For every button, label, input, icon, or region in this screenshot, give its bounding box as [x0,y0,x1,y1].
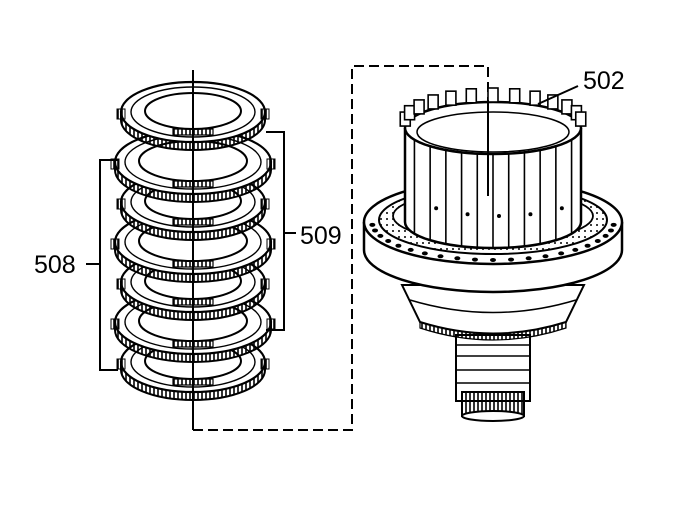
flange-hole [372,228,379,233]
leader-line-502 [537,85,579,105]
drum-tooth [561,99,573,115]
bracket-508 [86,159,118,371]
drum-tooth [574,111,587,127]
flange-hole [395,243,402,248]
callout-502: 502 [583,67,625,95]
drum-rivet [528,212,533,217]
clutch-drum-housing [362,85,624,422]
drum-tooth [465,88,478,104]
flange-hole [602,233,609,238]
flange-hole [610,222,617,227]
drum-rivet [559,206,564,211]
flange-hole [607,228,614,233]
flange-hole [490,258,496,262]
output-shaft [455,334,531,422]
drum-tooth [487,87,499,103]
drum-cylinder [399,87,587,250]
flange-hole [385,239,392,243]
flange-hole [508,257,515,262]
drum-rivet [465,212,470,217]
flange-hole [594,239,601,243]
drum-rivet [434,206,439,211]
flange-hole [572,247,579,252]
flange-hole [525,256,532,261]
flange-hole [471,257,478,262]
flange-hole [454,256,461,261]
drum-hub [400,284,586,341]
drum-tooth [529,90,541,106]
callout-508: 508 [34,251,76,279]
drum-tooth [427,94,439,110]
flange-hole [558,251,565,256]
drum-tooth [403,104,416,121]
alignment-dashed-connector [193,65,489,431]
callout-509: 509 [300,222,342,250]
drum-tooth [547,94,559,110]
bracket-509 [266,131,296,331]
flange-hole [542,254,549,259]
flange-hole [377,233,384,238]
flange-hole [584,243,591,248]
flange-hole [437,254,444,259]
drum-tooth [445,90,457,106]
drum-tooth [508,88,521,104]
drum-tooth [413,99,425,115]
flange-hole [407,247,414,252]
drum-rivet [497,214,501,218]
flange-hole [421,251,428,256]
flange-hole [369,222,376,227]
clutch-plate-stack [110,70,276,430]
